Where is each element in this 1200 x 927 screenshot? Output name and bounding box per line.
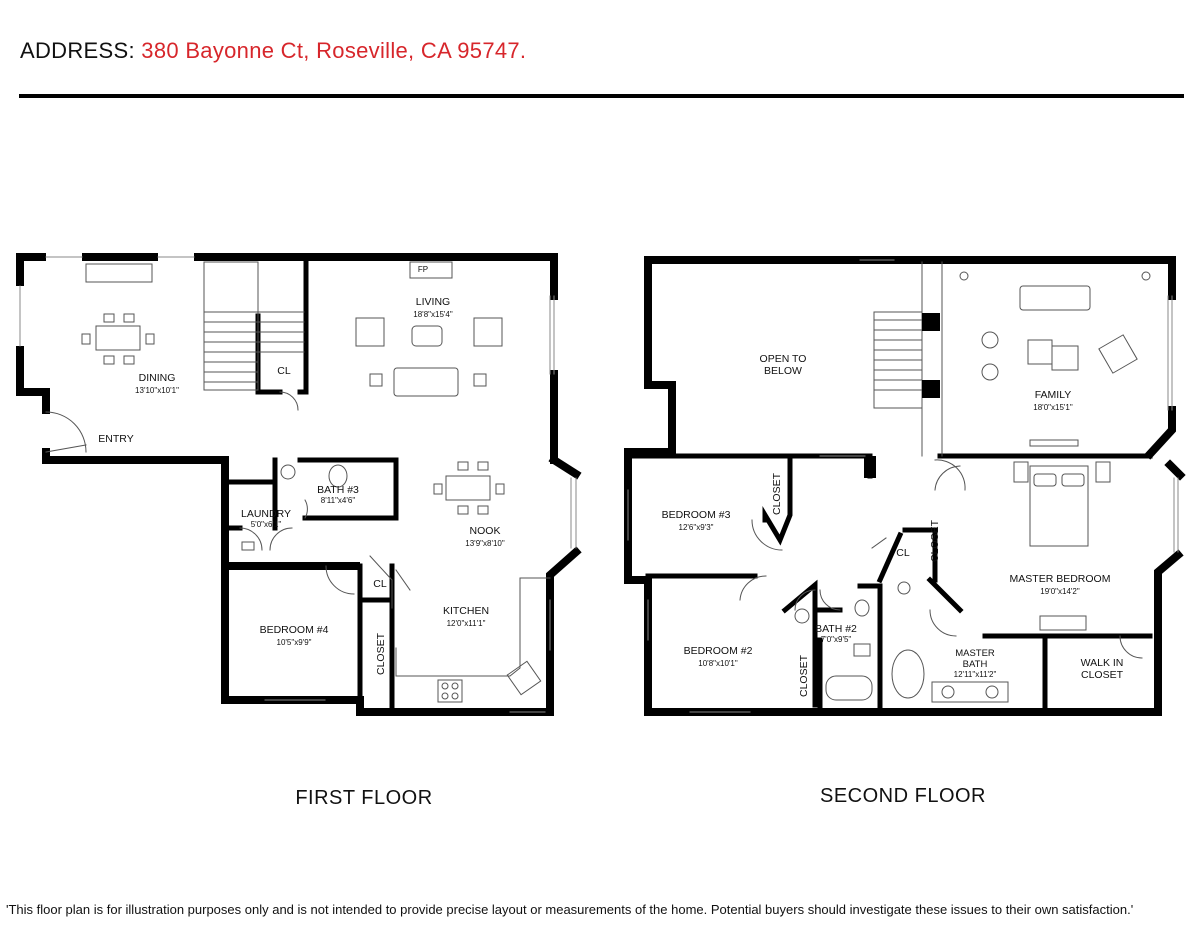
master-bath-dims: 12'11"x11'2" [954,670,997,679]
bedroom3-label: BEDROOM #3 [662,509,731,521]
open-to-below-line2: BELOW [764,365,802,377]
master-bedroom-label: MASTER BEDROOM [1010,573,1111,585]
second-floor-labels: OPEN TO BELOW FAMILY 18'0"x15'1" BEDROOM… [662,353,1124,697]
entry-label: ENTRY [98,433,133,445]
open-to-below-line1: OPEN TO [760,353,807,365]
bedroom3-dims: 12'6"x9'3" [679,523,714,532]
master-bedroom-dims: 19'0"x14'2" [1040,587,1080,596]
first-floor-plan [16,253,582,716]
center-closet-label: CLOSET [929,519,941,562]
first-floor-stairs [203,261,305,391]
kitchen-dims: 12'0"x11'1" [447,619,486,628]
dining-dims: 13'10"x10'1" [135,386,179,395]
family-dims: 18'0"x15'1" [1033,403,1073,412]
walk-in-closet-line2: CLOSET [1081,669,1124,681]
bedroom4-closet-label: CLOSET [375,632,387,675]
second-floor-posts [864,313,940,478]
second-floor-windows [627,259,1179,713]
first-floor-title: FIRST FLOOR [295,787,432,809]
kitchen-label: KITCHEN [443,605,489,617]
second-floor-furniture [794,271,1151,703]
bath2-label: BATH #2 [815,623,857,635]
master-bath-line1: MASTER [955,648,995,659]
bath3-dims: 8'11"x4'6" [321,496,356,505]
walk-in-closet-line1: WALK IN [1081,657,1124,669]
cl2-label: CL [373,578,387,590]
living-dims: 18'8"x15'4" [413,310,453,319]
disclaimer-text: 'This floor plan is for illustration pur… [6,902,1134,917]
second-floor-doors [739,459,1143,659]
first-floor-windows [16,253,577,713]
second-floor-plan [624,256,1186,716]
cl-label: CL [277,365,291,377]
bedroom2-dims: 10'8"x10'1" [698,659,738,668]
master-bath-line2: BATH [963,659,988,670]
second-floor-exterior-walls [624,256,1186,716]
laundry-dims: 5'0"x6'1" [251,520,282,529]
second-floor-title: SECOND FLOOR [820,785,986,807]
fireplace-label: FP [418,265,428,274]
first-floor-labels: DINING 13'10"x10'1" ENTRY CL LIVING 18'8… [98,265,505,675]
first-floor-doors [45,391,411,609]
dining-label: DINING [139,372,176,384]
second-floor-stairs [873,261,943,457]
first-floor-furniture [81,261,551,703]
nook-dims: 13'9"x8'10" [465,539,505,548]
bedroom2-label: BEDROOM #2 [684,645,753,657]
second-cl-label: CL [896,547,910,559]
laundry-label: LAUNDRY [241,508,291,520]
address-label: ADDRESS: [20,38,135,63]
bedroom3-closet-label: CLOSET [771,472,783,515]
bath3-label: BATH #3 [317,484,359,496]
header-rule [19,94,1184,98]
bedroom2-closet-label: CLOSET [798,654,810,697]
bath2-dims: 7'0"x9'5" [821,635,852,644]
address-value: 380 Bayonne Ct, Roseville, CA 95747. [141,38,527,63]
bedroom4-dims: 10'5"x9'9" [277,638,312,647]
living-label: LIVING [416,296,450,308]
nook-label: NOOK [470,525,501,537]
family-label: FAMILY [1035,389,1072,401]
address-header: ADDRESS: 380 Bayonne Ct, Roseville, CA 9… [20,38,526,64]
bedroom4-label: BEDROOM #4 [260,624,329,636]
